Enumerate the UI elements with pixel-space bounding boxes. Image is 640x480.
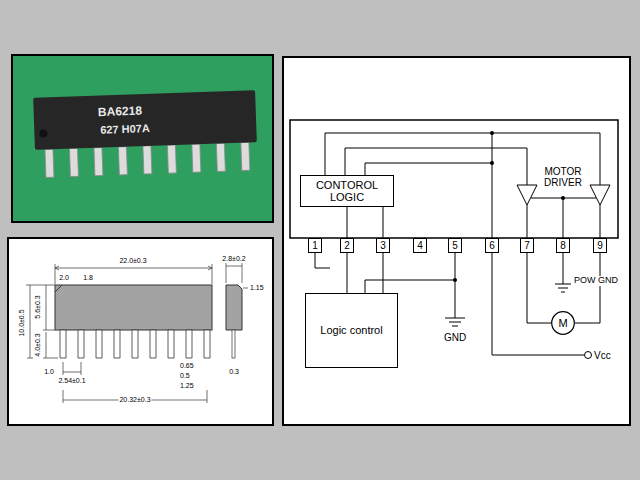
pin-box: 1 — [308, 238, 322, 253]
dimension-label: 2.8±0.2 — [222, 255, 245, 263]
junction-dots — [453, 131, 565, 282]
pin-box: 2 — [340, 238, 354, 253]
pin-box: 5 — [448, 238, 462, 253]
node-text: 4 — [417, 240, 423, 251]
ground-symbol — [445, 318, 465, 326]
node-text: 7 — [524, 240, 530, 251]
package-leads — [60, 330, 210, 358]
node-text: Logic control — [320, 324, 382, 336]
logic-block: CONTOROL LOGIC — [300, 175, 394, 207]
pin-box: 7 — [520, 238, 534, 253]
chip-marking: 627 H07A — [100, 122, 150, 136]
connector — [383, 253, 384, 293]
motor-circle: M — [551, 311, 575, 335]
pin-box: 8 — [556, 238, 570, 253]
photo-panel — [12, 55, 273, 222]
terminal-symbol — [585, 352, 592, 359]
driver-triangle — [590, 185, 610, 205]
connector — [527, 253, 551, 323]
node-text: 9 — [597, 240, 603, 251]
ground-label: GND — [444, 332, 466, 343]
node-text: 3 — [380, 240, 386, 251]
dimension-label: 10.0±0.5 — [18, 309, 26, 336]
dimension-label: 0.65 — [180, 362, 194, 370]
dimension-label: 1.25 — [180, 382, 194, 390]
dimension-label: 2.54±0.1 — [58, 377, 85, 385]
dimension-label: 0.3 — [229, 368, 239, 376]
chip-marking: BA6218 — [98, 105, 142, 120]
dimension-lines — [26, 263, 248, 403]
pin-box: 3 — [376, 238, 390, 253]
connector — [347, 207, 348, 238]
chip-body — [33, 90, 257, 150]
package-body — [55, 285, 212, 330]
junction-dot — [490, 161, 494, 165]
supply-label: Vcc — [594, 350, 611, 361]
pin-box: 9 — [593, 238, 607, 253]
connector — [347, 253, 348, 293]
junction-dot — [490, 131, 494, 135]
package-notch — [55, 285, 62, 292]
node-text: 5 — [452, 240, 458, 251]
driver-triangle — [517, 185, 537, 205]
logic-control-box: Logic control — [305, 293, 398, 368]
connector — [383, 207, 384, 238]
ic-outline — [290, 120, 618, 238]
chip-notch — [39, 129, 47, 137]
dimension-label: 5.6±0.3 — [34, 295, 42, 318]
ground-label: POW GND — [573, 276, 619, 286]
dimension-label: 1.15 — [250, 284, 264, 292]
block-panel — [283, 57, 630, 425]
package-side-view — [226, 285, 242, 330]
dimension-label: 22.0±0.3 — [119, 257, 146, 265]
chip-photo — [33, 90, 258, 178]
node-text: 8 — [560, 240, 566, 251]
node-text: 1 — [312, 240, 318, 251]
dimension-label: 20.32±0.3 — [118, 396, 151, 404]
side-lead — [232, 330, 235, 358]
dimension-label: 0.5 — [180, 372, 190, 380]
dimension-label: 1.8 — [83, 274, 93, 282]
pin-box: 4 — [413, 238, 427, 253]
node-text: 6 — [489, 240, 495, 251]
junction-dot — [453, 278, 457, 282]
outline-panel — [8, 238, 273, 425]
dimension-label: 2.0 — [59, 274, 69, 282]
block-label: MOTOR DRIVER — [537, 166, 589, 188]
node-text: CONTOROL LOGIC — [303, 179, 391, 203]
dimension-label: 4.0±0.3 — [34, 333, 42, 356]
pin-box: 6 — [485, 238, 499, 253]
junction-dot — [561, 196, 565, 200]
dimension-label: 1.0 — [44, 368, 54, 376]
ground-symbol — [555, 284, 571, 292]
node-text: 2 — [344, 240, 350, 251]
circle-shape — [552, 312, 575, 335]
node-text: M — [558, 317, 567, 329]
connector — [575, 253, 600, 323]
